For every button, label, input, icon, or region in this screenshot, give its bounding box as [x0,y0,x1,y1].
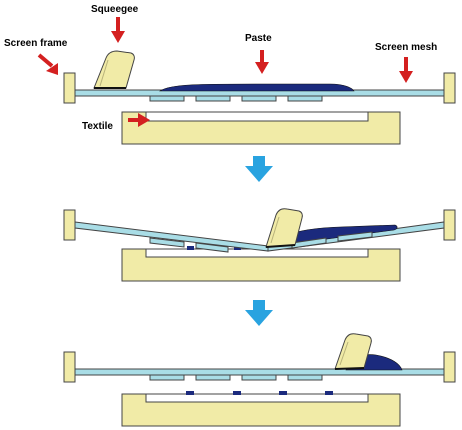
paste-layer [159,83,355,92]
paste-deposit [234,246,241,250]
screen-frame-right [443,209,456,241]
screen-frame-left [63,351,76,383]
printed-dot [279,391,287,395]
screen-frame-right [443,351,456,383]
stencil-opening [337,231,373,242]
stencil-opening [241,95,277,102]
screen-frame-label: Screen frame [4,38,68,49]
squeegee [93,50,135,89]
stage-1-setup: Squeegee Paste Screen frame Screen mesh … [4,4,456,145]
textile [145,248,369,258]
stencil-opening [195,95,231,102]
stencil-opening [287,374,323,381]
red-arrow-icon [399,57,413,83]
red-arrow-icon [37,53,58,75]
stencil-opening [195,374,231,381]
textile [145,111,369,122]
printed-dot [233,391,241,395]
printed-dot [325,391,333,395]
screen-frame-right [443,72,456,104]
paste-deposit [187,246,194,250]
screen-frame-left [63,209,76,241]
squeegee [265,208,303,248]
stencil-opening [195,242,229,253]
stage-2-printing [63,208,456,282]
stage-3-release [63,333,456,427]
stencil-opening [291,237,327,249]
blue-down-arrow-icon [245,300,273,326]
stencil-opening [287,95,323,102]
printed-dot [186,391,194,395]
textile-label: Textile [82,121,113,132]
red-arrow-icon [128,113,150,127]
screen-frame-left [63,72,76,104]
screen-mesh-label: Screen mesh [375,42,437,53]
blue-down-arrow-icon [245,156,273,182]
stencil-opening [149,95,185,102]
red-arrow-icon [111,17,125,43]
paste-label: Paste [245,33,272,44]
red-arrow-icon [255,50,269,74]
squeegee [334,333,372,370]
stencil-opening [241,374,277,381]
stencil-opening [149,374,185,381]
stencil-opening [149,237,185,248]
squeegee-label: Squeegee [91,4,139,15]
screen-mesh [74,221,269,252]
textile [145,393,369,403]
